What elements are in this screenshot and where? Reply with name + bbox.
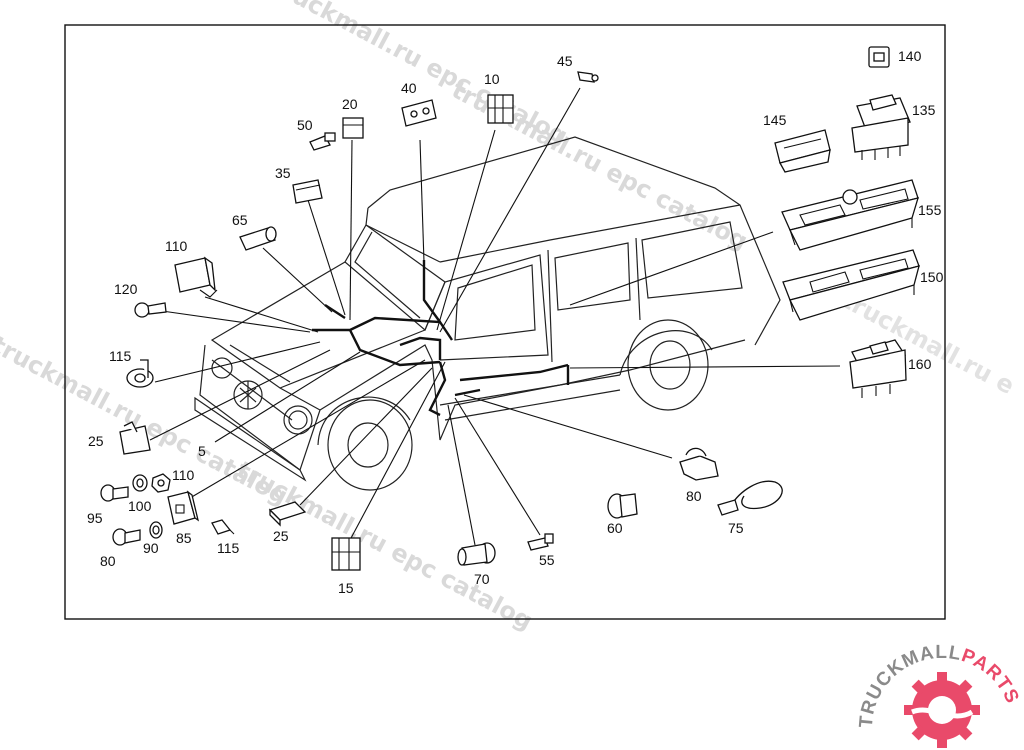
callout-30: 25 bbox=[88, 433, 104, 449]
callout-120: 110 bbox=[165, 238, 188, 254]
part-140-icon bbox=[868, 46, 890, 68]
callout-45: 45 bbox=[557, 53, 573, 69]
vehicle-outline bbox=[194, 136, 781, 491]
part-30-bracket bbox=[119, 421, 151, 455]
callout-60: 60 bbox=[607, 520, 623, 536]
callout-105: 100 bbox=[128, 498, 152, 514]
part-155-console bbox=[781, 179, 919, 251]
part-25-plate bbox=[268, 501, 307, 527]
parts bbox=[100, 46, 920, 571]
callout-20: 20 bbox=[342, 96, 358, 112]
part-105-washer bbox=[132, 474, 148, 492]
part-60-plug bbox=[607, 493, 638, 519]
part-40-connector bbox=[401, 99, 437, 127]
callout-55: 55 bbox=[539, 552, 555, 568]
callout-10: 10 bbox=[484, 71, 500, 87]
truckmall-logo: TRUCKMALLPARTS bbox=[856, 642, 1022, 748]
diagram-frame bbox=[64, 24, 946, 620]
part-10-connector bbox=[487, 94, 514, 124]
callout-15: 15 bbox=[338, 580, 354, 596]
gear-icon bbox=[904, 672, 980, 748]
callout-70: 70 bbox=[474, 571, 490, 587]
callout-85: 85 bbox=[176, 530, 192, 546]
part-125-clip bbox=[126, 359, 154, 388]
part-110-nut bbox=[151, 473, 171, 493]
part-45-bulb bbox=[577, 71, 599, 83]
callout-95: 90 bbox=[143, 540, 159, 556]
callout-50: 50 bbox=[297, 117, 313, 133]
part-120-relay bbox=[174, 256, 218, 298]
part-90-bolt bbox=[112, 528, 141, 546]
callout-80: 80 bbox=[686, 488, 702, 504]
callout-145: 145 bbox=[763, 112, 787, 128]
part-20-connector bbox=[342, 117, 364, 139]
callout-35: 35 bbox=[275, 165, 291, 181]
callout-100: 95 bbox=[87, 510, 103, 526]
part-85-module bbox=[167, 490, 200, 525]
part-80-clip bbox=[679, 447, 719, 481]
part-115-bulb bbox=[211, 519, 235, 535]
callout-65: 65 bbox=[232, 212, 248, 228]
part-130-screw bbox=[134, 302, 167, 318]
part-55-pin bbox=[527, 533, 554, 551]
wiring-harness bbox=[312, 260, 570, 417]
callout-155: 155 bbox=[918, 202, 942, 218]
part-75-cable-tie bbox=[717, 480, 783, 516]
callout-135: 135 bbox=[912, 102, 936, 118]
callout-125: 115 bbox=[109, 348, 132, 364]
callout-labels: 140 135 145 155 150 160 45 10 40 20 50 3… bbox=[87, 48, 944, 596]
part-65-cylinder bbox=[239, 226, 277, 251]
callout-75: 75 bbox=[728, 520, 744, 536]
leader-lines bbox=[149, 87, 841, 546]
part-150-console bbox=[782, 249, 920, 321]
part-160-switch bbox=[849, 339, 907, 398]
callout-90: 80 bbox=[100, 553, 116, 569]
callout-5: 5 bbox=[198, 443, 206, 459]
callout-130: 120 bbox=[114, 281, 138, 297]
callout-140: 140 bbox=[898, 48, 922, 64]
part-35-block bbox=[292, 179, 323, 204]
callout-40: 40 bbox=[401, 80, 417, 96]
callout-115: 115 bbox=[217, 540, 240, 556]
callout-25: 25 bbox=[273, 528, 289, 544]
part-95-washer bbox=[149, 521, 163, 539]
callout-160: 160 bbox=[908, 356, 932, 372]
part-70-socket bbox=[457, 542, 496, 566]
callout-150: 150 bbox=[920, 269, 944, 285]
part-15-block bbox=[331, 537, 361, 571]
part-145-tray bbox=[774, 129, 831, 173]
callout-110: 110 bbox=[172, 467, 195, 483]
part-135-switch bbox=[851, 94, 911, 160]
part-50-pin bbox=[309, 132, 336, 151]
part-100-bolt bbox=[100, 484, 129, 502]
